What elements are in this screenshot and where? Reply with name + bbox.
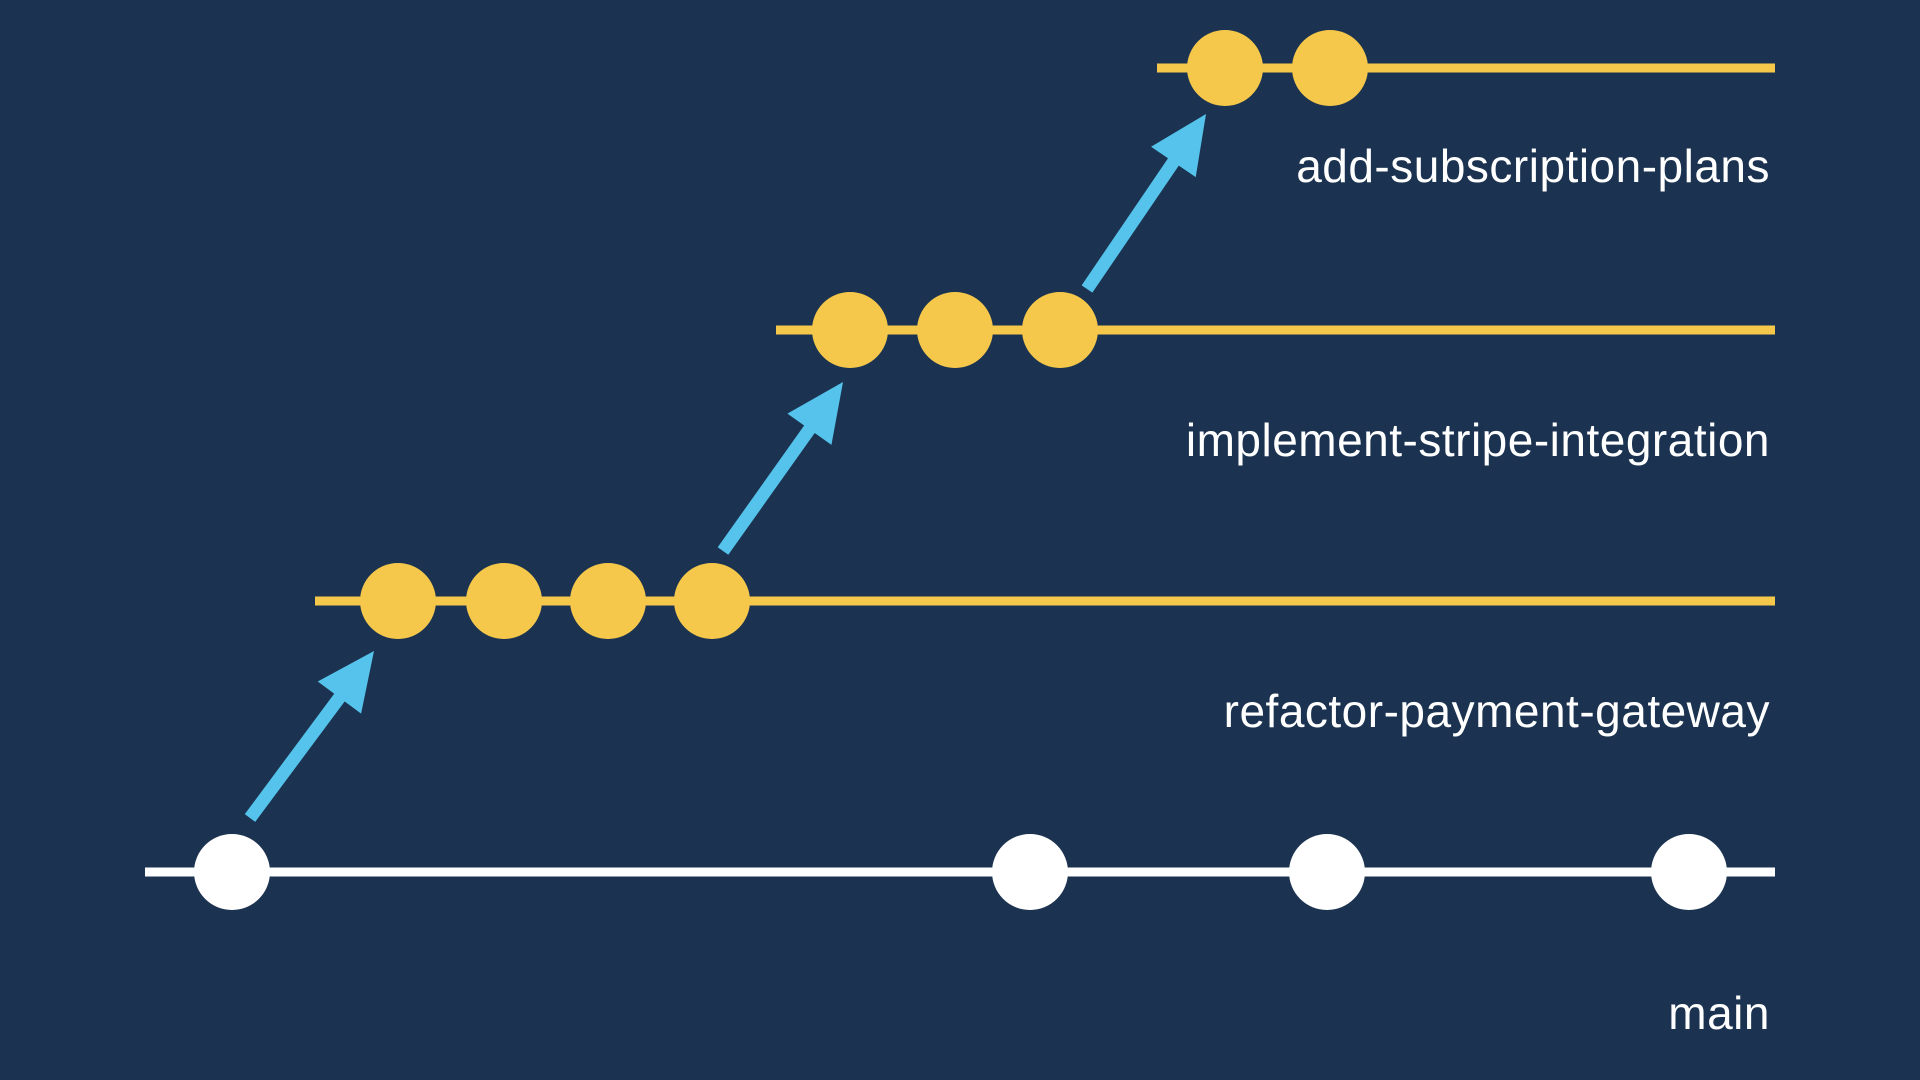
- commit-dot-implement-stripe-integration: [812, 292, 888, 368]
- commit-dot-refactor-payment-gateway: [570, 563, 646, 639]
- branch-label-main: main: [1668, 987, 1770, 1039]
- branch-arrow-head-main-to-refactor-payment-gateway: [317, 651, 374, 714]
- branch-arrow-head-implement-stripe-integration-to-add-subscription-plans: [1151, 114, 1206, 178]
- commit-dot-refactor-payment-gateway: [674, 563, 750, 639]
- branch-arrow-shaft-main-to-refactor-payment-gateway: [244, 692, 346, 822]
- commit-dot-main: [194, 834, 270, 910]
- commit-dot-refactor-payment-gateway: [360, 563, 436, 639]
- commit-dot-add-subscription-plans: [1187, 30, 1263, 106]
- branch-label-add-subscription-plans: add-subscription-plans: [1296, 140, 1770, 192]
- branch-label-refactor-payment-gateway: refactor-payment-gateway: [1223, 685, 1770, 737]
- commit-dot-implement-stripe-integration: [1022, 292, 1098, 368]
- branch-arrow-head-refactor-payment-gateway-to-implement-stripe-integration: [787, 382, 843, 445]
- commit-dot-main: [992, 834, 1068, 910]
- commit-dot-implement-stripe-integration: [917, 292, 993, 368]
- branch-label-implement-stripe-integration: implement-stripe-integration: [1185, 414, 1770, 466]
- commit-dot-refactor-payment-gateway: [466, 563, 542, 639]
- branch-arrow-shaft-refactor-payment-gateway-to-implement-stripe-integration: [717, 423, 816, 555]
- branch-arrow-shaft-implement-stripe-integration-to-add-subscription-plans: [1081, 156, 1180, 293]
- commit-dot-main: [1289, 834, 1365, 910]
- commit-dot-main: [1651, 834, 1727, 910]
- commit-dot-add-subscription-plans: [1292, 30, 1368, 106]
